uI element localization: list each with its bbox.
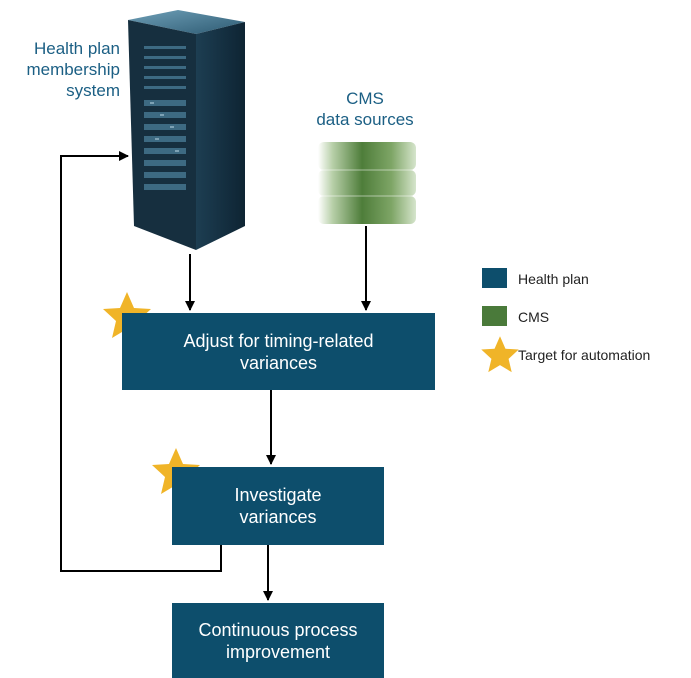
connector-arrows xyxy=(60,151,371,601)
investigate-variances-label: Investigate variances xyxy=(234,485,322,527)
membership-system-label: Health plan membership system xyxy=(26,39,120,100)
adjust-variances-box: Adjust for timing-related variances xyxy=(122,313,435,390)
database-icon xyxy=(318,142,416,224)
legend-health-plan-swatch xyxy=(482,268,507,288)
continuous-improvement-label: Continuous process improvement xyxy=(198,619,358,662)
adjust-variances-label: Adjust for timing-related variances xyxy=(183,330,374,373)
legend-star-icon xyxy=(481,336,519,373)
legend-cms-label: CMS xyxy=(518,309,550,325)
legend-cms-swatch xyxy=(482,306,507,326)
continuous-improvement-box: Continuous process improvement xyxy=(172,603,384,678)
legend-automation-label: Target for automation xyxy=(518,347,651,363)
legend-health-plan-label: Health plan xyxy=(518,271,589,287)
cms-sources-label: CMS data sources xyxy=(316,89,414,129)
investigate-variances-box: Investigate variances xyxy=(172,467,384,545)
server-rack-icon xyxy=(128,10,245,250)
